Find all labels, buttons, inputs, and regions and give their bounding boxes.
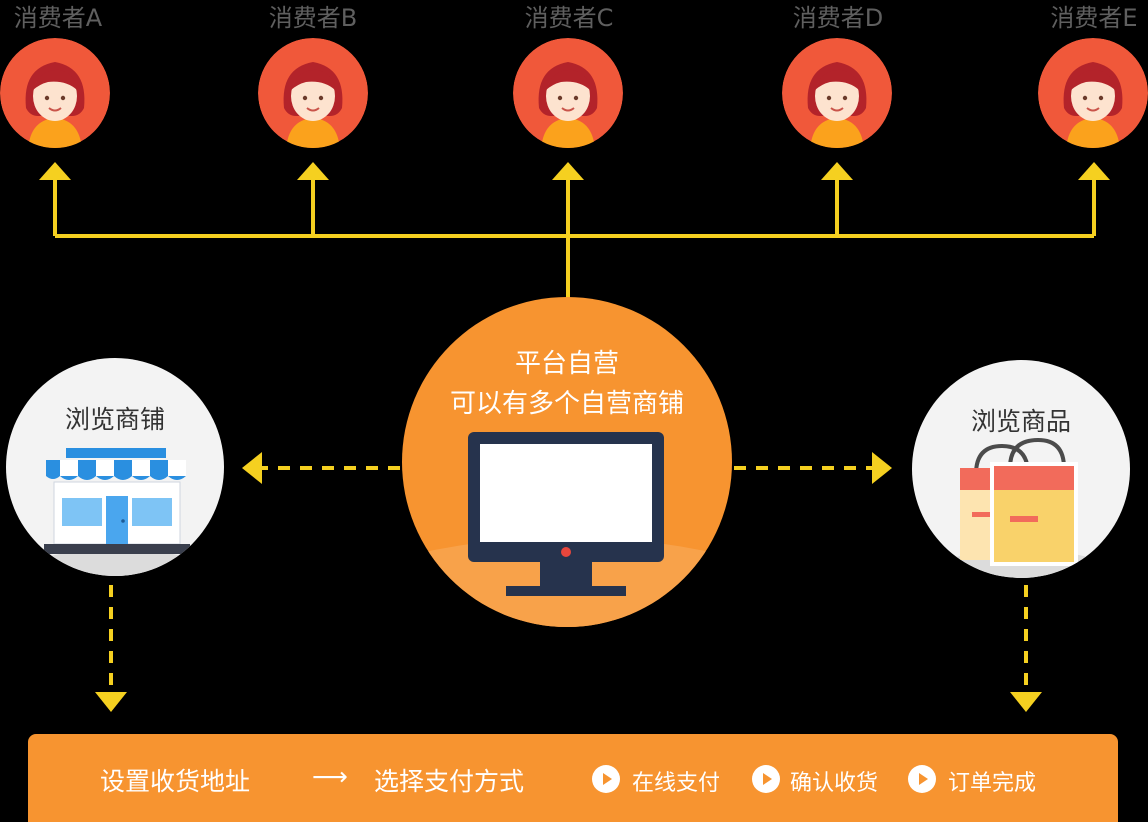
step-choose-payment: 选择支付方式 bbox=[374, 767, 525, 796]
step-set-address: 设置收货地址 bbox=[100, 767, 251, 796]
consumer-label-b: 消费者B bbox=[268, 4, 358, 32]
consumer-avatar-b-icon bbox=[258, 38, 368, 148]
monitor-icon bbox=[468, 432, 664, 596]
consumer-avatar-c-icon bbox=[513, 38, 623, 148]
play-circle-icon bbox=[908, 765, 936, 793]
consumer-label-c: 消费者C bbox=[524, 4, 614, 32]
play-circle-icon bbox=[752, 765, 780, 793]
browse-shops-node: 浏览商铺 bbox=[6, 358, 224, 576]
arrow-up-c bbox=[552, 162, 584, 180]
arrow-up-d bbox=[821, 162, 853, 180]
arrow-down-left bbox=[95, 692, 127, 712]
arrow-right bbox=[872, 452, 892, 484]
platform-subtitle: 可以有多个自营商铺 bbox=[449, 389, 684, 419]
arrow-up-b bbox=[297, 162, 329, 180]
browse-shops-label: 浏览商铺 bbox=[64, 405, 165, 434]
browse-products-node: 浏览商品 bbox=[912, 360, 1130, 578]
play-circle-icon bbox=[592, 765, 620, 793]
storefront-icon bbox=[36, 448, 196, 576]
browse-products-label: 浏览商品 bbox=[970, 407, 1071, 436]
step-online-payment: 在线支付 bbox=[632, 771, 721, 796]
consumer-avatar-d-icon bbox=[782, 38, 892, 148]
consumer-label-e: 消费者E bbox=[1050, 4, 1138, 32]
consumer-label-d: 消费者D bbox=[792, 4, 884, 32]
consumer-avatar-a-icon bbox=[0, 38, 110, 148]
consumer-label-a: 消费者A bbox=[13, 4, 103, 32]
consumer-avatar-e-icon bbox=[1038, 38, 1148, 148]
order-flow-bar: 设置收货地址 ⟶ 选择支付方式 在线支付 确认收货 订单完成 bbox=[28, 734, 1118, 822]
platform-title: 平台自营 bbox=[514, 349, 619, 379]
arrow-up-e bbox=[1078, 162, 1110, 180]
step-order-complete: 订单完成 bbox=[948, 771, 1037, 796]
step-confirm-receipt: 确认收货 bbox=[790, 771, 879, 796]
arrow-left bbox=[242, 452, 262, 484]
arrow-down-right bbox=[1010, 692, 1042, 712]
flow-arrow-icon: ⟶ bbox=[312, 762, 348, 791]
platform-circle: 平台自营 可以有多个自营商铺 bbox=[402, 297, 732, 627]
shopping-bag-icon bbox=[952, 438, 1092, 578]
arrow-up-a bbox=[39, 162, 71, 180]
